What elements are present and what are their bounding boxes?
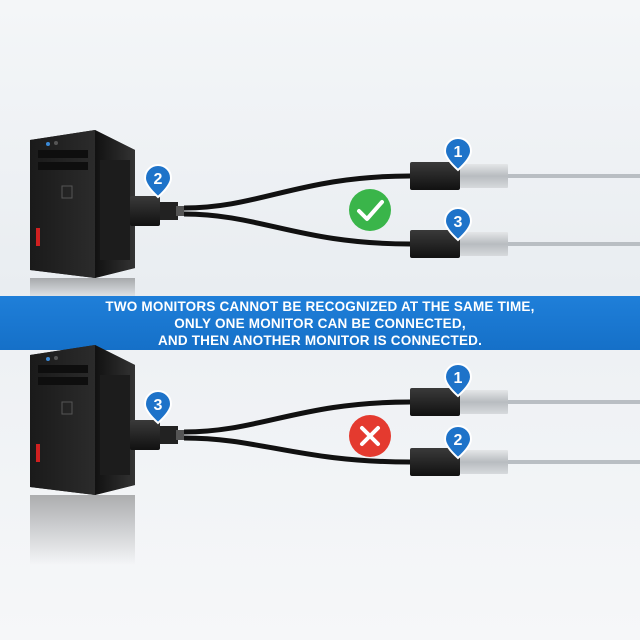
banner-line-2: ONLY ONE MONITOR CAN BE CONNECTED, (174, 315, 466, 331)
bottom-scene: 3 1 2 (0, 340, 640, 640)
pin-label-monitor-a: 1 (454, 370, 463, 387)
cross-icon (349, 415, 391, 457)
vga-plug-monitor-b (410, 230, 640, 258)
computer-tower-icon (30, 130, 135, 278)
vga-plug-pc (130, 196, 184, 226)
cable-to-monitor-b (183, 435, 411, 465)
tower-reflection (30, 278, 135, 300)
location-pin-icon: 1 (443, 363, 473, 398)
cable-to-monitor-b (183, 211, 411, 247)
info-banner: TWO MONITORS CANNOT BE RECOGNIZED AT THE… (0, 296, 640, 350)
location-pin-icon: 3 (143, 390, 173, 425)
computer-tower-icon (30, 345, 135, 495)
banner-line-3: AND THEN ANOTHER MONITOR IS CONNECTED. (157, 332, 483, 348)
cable-to-monitor-a (183, 399, 411, 435)
cable-to-monitor-a (183, 173, 411, 211)
vga-plug-monitor-b (410, 448, 640, 476)
check-icon (349, 189, 391, 231)
location-pin-icon: 1 (443, 137, 473, 172)
vga-plug-monitor-a (410, 388, 640, 416)
pin-label-monitor-b: 3 (454, 214, 463, 231)
vga-plug-pc (130, 420, 184, 450)
location-pin-icon: 2 (443, 425, 473, 460)
pin-label-monitor-a: 1 (454, 144, 463, 161)
pin-label-monitor-b: 2 (454, 432, 463, 449)
top-scene: 2 1 3 (0, 0, 640, 300)
pin-label-pc: 2 (154, 171, 163, 188)
pin-label-pc: 3 (154, 397, 163, 414)
tower-reflection (30, 495, 135, 565)
vga-plug-monitor-a (410, 162, 640, 190)
location-pin-icon: 2 (143, 164, 173, 199)
location-pin-icon: 3 (443, 207, 473, 242)
banner-line-1: TWO MONITORS CANNOT BE RECOGNIZED AT THE… (105, 298, 535, 314)
